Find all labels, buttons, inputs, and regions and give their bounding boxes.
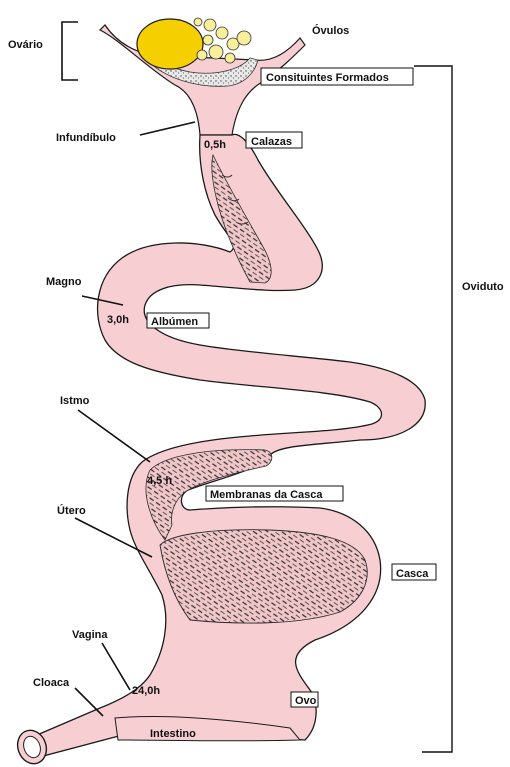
time-isthmus: 4,5 h (147, 475, 172, 487)
left-bracket-icon (62, 22, 78, 80)
uterus-inner-shell (160, 530, 367, 623)
calazas-label: Calazas (251, 136, 292, 148)
intestine-label: Intestino (150, 728, 196, 740)
vagina-label: Vagina (72, 629, 108, 641)
ova-label: Óvulos (312, 24, 349, 37)
uterus-label: Útero (57, 504, 86, 517)
oviduct-label: Oviduto (462, 281, 504, 293)
magnum-label: Magno (46, 276, 82, 288)
ovary-label: Ovário (8, 39, 43, 51)
membranas-label: Membranas da Casca (210, 489, 323, 501)
cloaca-label: Cloaca (33, 677, 70, 689)
mature-ovum-yolk (137, 19, 203, 69)
egg-label: Ovo (295, 695, 317, 707)
albumen-label: Albúmen (151, 316, 198, 328)
time-vagina: 24,0h (132, 685, 160, 697)
constituintes-label: Consituintes Formados (266, 72, 389, 84)
shell-label: Casca (396, 568, 429, 580)
oviduct-tube (22, 134, 425, 760)
time-infundibulum: 0,5h (204, 139, 226, 151)
time-magnum: 3,0h (107, 314, 129, 326)
infundibulum-label: Infundíbulo (56, 132, 116, 144)
isthmus-label: Istmo (60, 395, 90, 407)
